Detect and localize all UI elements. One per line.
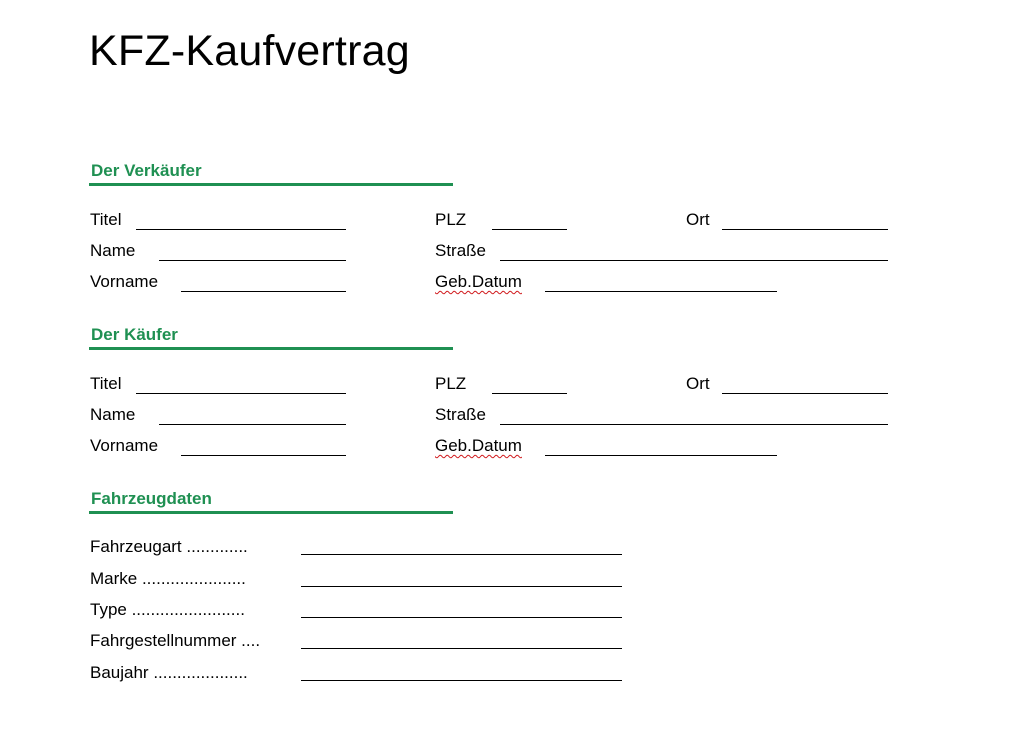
buyer-ort-field[interactable]	[722, 393, 888, 394]
seller-ort-label: Ort	[686, 210, 710, 229]
buyer-geb-datum-field[interactable]	[545, 455, 777, 456]
seller-titel-label: Titel	[90, 210, 122, 229]
buyer-strasse-label: Straße	[435, 405, 487, 424]
seller-plz-label: PLZ	[435, 210, 467, 229]
buyer-plz-field[interactable]	[492, 393, 567, 394]
seller-strasse-label: Straße	[435, 241, 487, 260]
seller-strasse-field[interactable]	[500, 260, 888, 261]
vehicle-marke-label: Marke ......................	[90, 569, 246, 588]
vehicle-fahrgestellnummer-label: Fahrgestellnummer ....	[90, 631, 261, 650]
seller-heading: Der Verkäufer	[91, 161, 202, 180]
buyer-geb-datum-label: Geb.Datum	[435, 436, 522, 455]
seller-name-label: Name	[90, 241, 136, 260]
vehicle-fahrgestellnummer-field[interactable]	[301, 648, 622, 649]
buyer-name-label: Name	[90, 405, 136, 424]
buyer-name-field[interactable]	[159, 424, 346, 425]
buyer-titel-field[interactable]	[136, 393, 346, 394]
seller-plz-field[interactable]	[492, 229, 567, 230]
seller-heading-rule	[89, 183, 453, 186]
seller-vorname-field[interactable]	[181, 291, 346, 292]
seller-geb-datum-field[interactable]	[545, 291, 777, 292]
vehicle-heading-rule	[89, 511, 453, 514]
buyer-heading-rule	[89, 347, 453, 350]
vehicle-baujahr-label: Baujahr ....................	[90, 663, 248, 682]
seller-geb-datum-label: Geb.Datum	[435, 272, 522, 291]
seller-titel-field[interactable]	[136, 229, 346, 230]
seller-name-field[interactable]	[159, 260, 346, 261]
seller-vorname-label: Vorname	[90, 272, 159, 291]
buyer-vorname-field[interactable]	[181, 455, 346, 456]
buyer-vorname-label: Vorname	[90, 436, 159, 455]
vehicle-type-field[interactable]	[301, 617, 622, 618]
vehicle-heading: Fahrzeugdaten	[91, 489, 212, 508]
vehicle-fahrzeugart-field[interactable]	[301, 554, 622, 555]
buyer-strasse-field[interactable]	[500, 424, 888, 425]
vehicle-fahrzeugart-label: Fahrzeugart .............	[90, 537, 248, 556]
seller-ort-field[interactable]	[722, 229, 888, 230]
buyer-ort-label: Ort	[686, 374, 710, 393]
vehicle-marke-field[interactable]	[301, 586, 622, 587]
buyer-plz-label: PLZ	[435, 374, 467, 393]
vehicle-baujahr-field[interactable]	[301, 680, 622, 681]
document-title: KFZ-Kaufvertrag	[89, 27, 410, 75]
buyer-heading: Der Käufer	[91, 325, 178, 344]
buyer-titel-label: Titel	[90, 374, 122, 393]
vehicle-type-label: Type ........................	[90, 600, 245, 619]
